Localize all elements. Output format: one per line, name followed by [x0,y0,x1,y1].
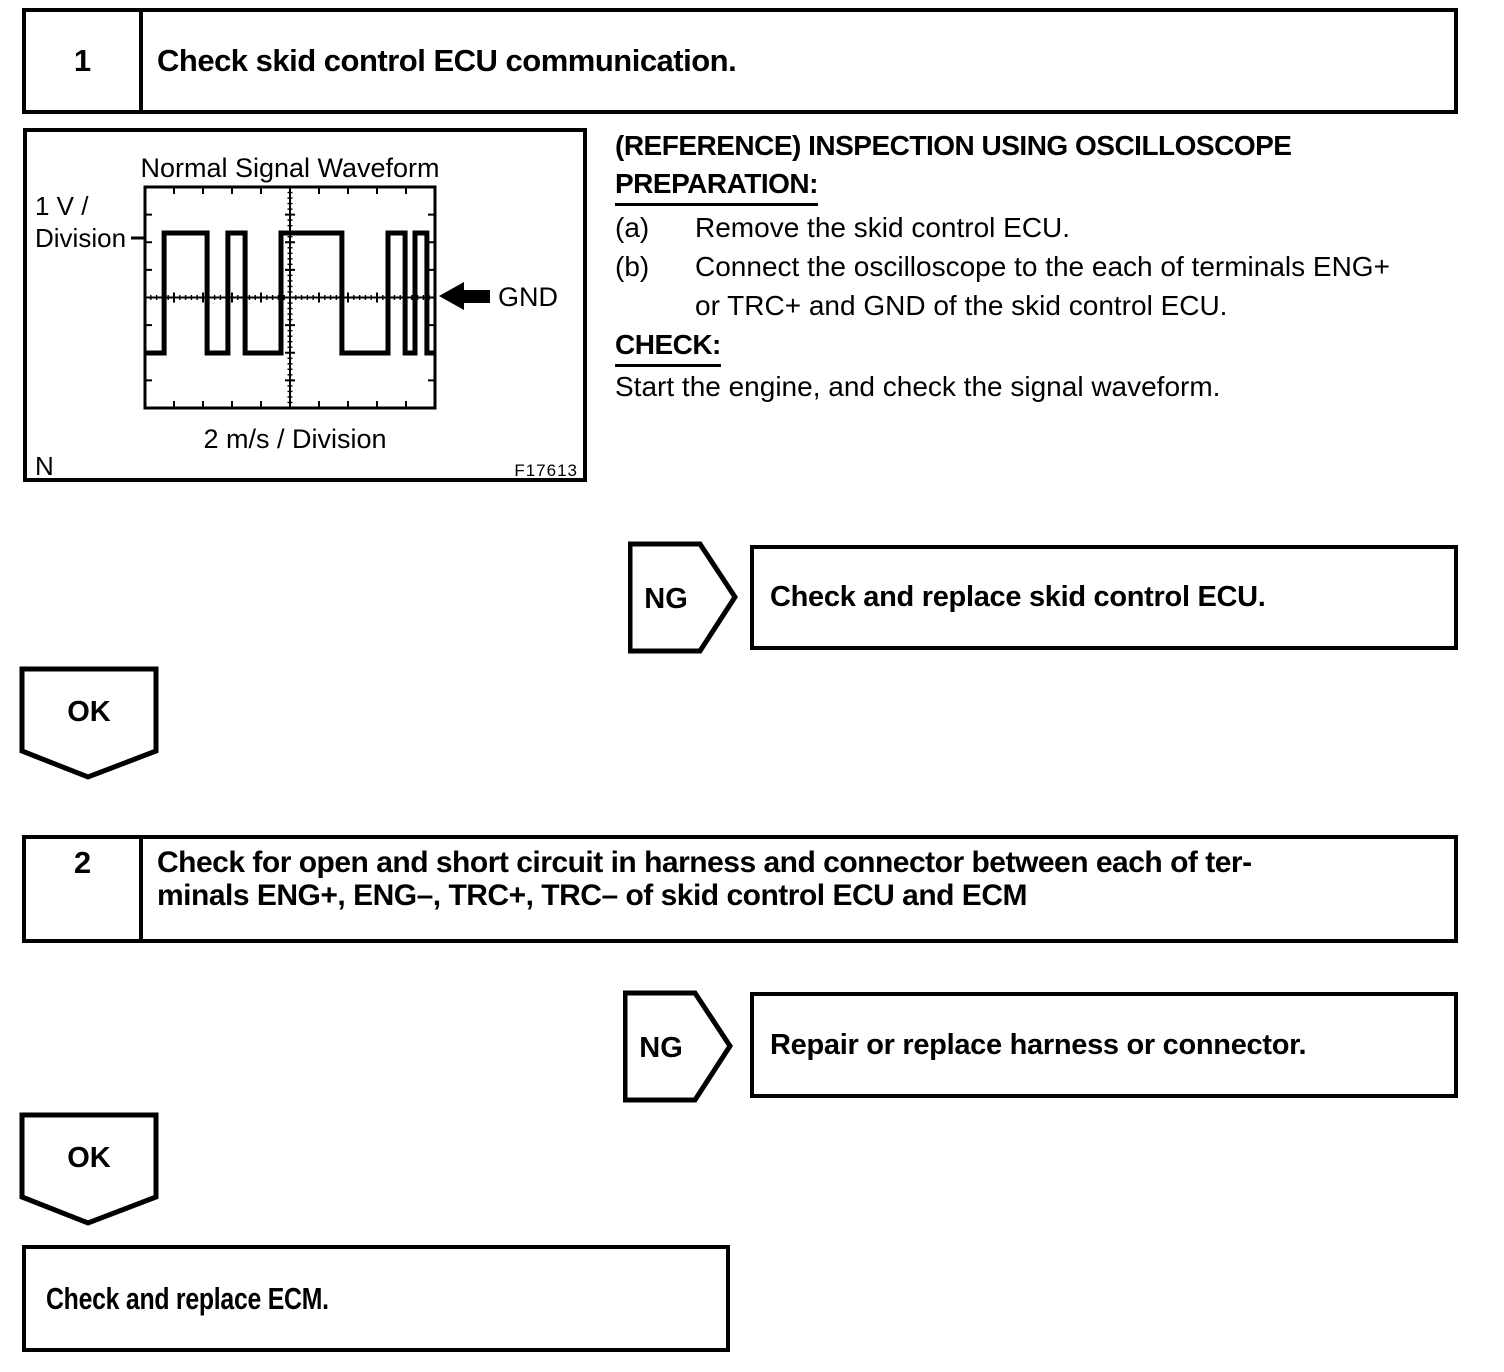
preparation-heading-text: PREPARATION: [615,168,818,206]
ng-pentagon-2: NG [623,990,733,1103]
ng-action-1-text: Check and replace skid control ECU. [770,581,1266,613]
step-1-box: 1 Check skid control ECU communication. [22,8,1458,114]
ok-label-2: OK [67,1142,111,1174]
oscilloscope-diagram: Normal Signal Waveform 1 V / Division GN… [35,153,578,481]
ng-pentagon-1-shape [628,541,738,654]
ok-pentagon-2-shape [19,1112,159,1226]
waveform-figure: Normal Signal Waveform 1 V / Division GN… [23,128,587,482]
final-action-text: Check and replace ECM. [46,1280,329,1316]
step-a-text: Remove the skid control ECU. [695,212,1071,243]
ng-pentagon-2-shape [623,990,733,1103]
signal-waveform-trace [145,230,435,356]
check-heading: CHECK: [615,329,721,367]
step-2-number: 2 [26,839,143,939]
reference-title: (REFERENCE) INSPECTION USING OSCILLOSCOP… [615,130,1292,161]
volts-per-division-label-line1: 1 V / [35,191,89,221]
gnd-arrow-icon [439,282,490,310]
step-2-title-line2: minals ENG+, ENG–, TRC+, TRC– of skid co… [157,879,1027,912]
preparation-heading: PREPARATION: [615,168,818,206]
ok-pentagon-2: OK [19,1112,159,1226]
step-2-box: 2 Check for open and short circuit in ha… [22,835,1458,943]
ok-pentagon-1-shape [19,666,159,780]
figure-title: Normal Signal Waveform [140,153,439,183]
step-b-label: (b) [615,251,650,282]
time-per-division-label: 2 m/s / Division [203,424,386,454]
ng-label-1: NG [644,583,688,615]
step-1-title: Check skid control ECU communication. [157,43,737,78]
volts-per-division-label-line2: Division [35,223,126,253]
step-b-text-line1: Connect the oscilloscope to the each of … [695,251,1390,282]
step-2-title: Check for open and short circuit in harn… [143,839,1454,939]
step-a-label: (a) [615,212,650,243]
gnd-label: GND [498,282,558,312]
ng-label-2: NG [639,1032,683,1064]
ng-action-box-2: Repair or replace harness or connector. [750,992,1458,1098]
step-2-title-line1: Check for open and short circuit in harn… [157,846,1252,879]
check-heading-text: CHECK: [615,329,721,367]
step-b-text-line2: or TRC+ and GND of the skid control ECU. [695,290,1228,321]
figure-corner-label: N [35,451,54,478]
ok-pentagon-1: OK [19,666,159,780]
ng-action-2-text: Repair or replace harness or connector. [770,1028,1307,1061]
scope-graticule [145,187,435,408]
figure-number: F17613 [514,461,578,478]
ng-pentagon-1: NG [628,541,738,654]
ok-label-1: OK [67,696,111,728]
final-action-box: Check and replace ECM. [22,1245,730,1352]
check-text: Start the engine, and check the signal w… [615,371,1221,402]
step-1-number: 1 [26,12,143,110]
ng-action-box-1: Check and replace skid control ECU. [750,545,1458,650]
